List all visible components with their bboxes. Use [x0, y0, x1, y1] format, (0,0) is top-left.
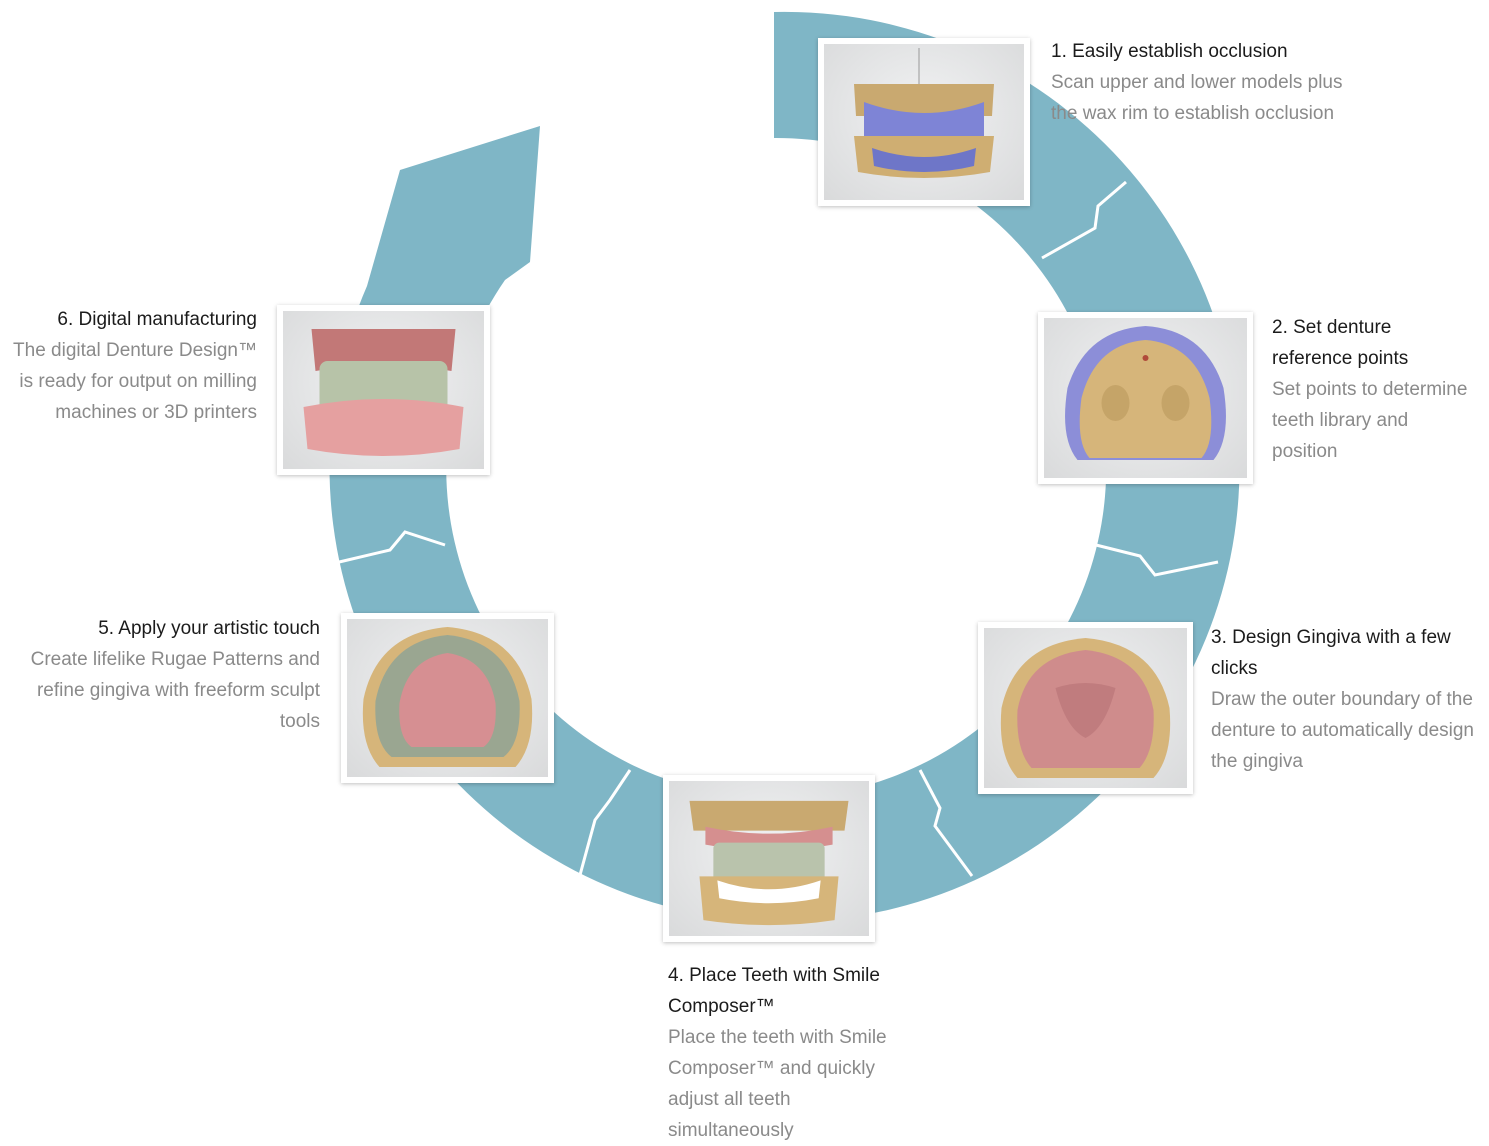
step4-image-card: [663, 775, 875, 942]
rugae-sculpting-illustration: [362, 627, 533, 767]
step3-desc: Draw the outer boundary of the denture t…: [1211, 689, 1474, 772]
step2-desc: Set points to determine teeth library an…: [1272, 379, 1468, 462]
step2-title: 2. Set denture reference points: [1272, 317, 1409, 369]
step5-text: 5. Apply your artistic touch Create life…: [20, 613, 320, 737]
finished-denture-illustration: [303, 329, 464, 456]
step1-title: 1. Easily establish occlusion: [1051, 41, 1288, 62]
occlusion-scan-illustration: [854, 48, 994, 178]
step6-desc: The digital Denture Design™ is ready for…: [13, 340, 257, 423]
segment-dividers: [334, 180, 1219, 877]
step3-text: 3. Design Gingiva with a few clicks Draw…: [1211, 622, 1486, 777]
step5-image-card: [341, 613, 554, 783]
gingiva-design-illustration: [1000, 638, 1171, 778]
step4-desc: Place the teeth with Smile Composer™ and…: [668, 1027, 887, 1141]
step3-title: 3. Design Gingiva with a few clicks: [1211, 627, 1451, 679]
step1-desc: Scan upper and lower models plus the wax…: [1051, 72, 1343, 124]
step1-image-card: [818, 38, 1030, 206]
step2-text: 2. Set denture reference points Set poin…: [1272, 312, 1472, 467]
step3-image-card: [978, 622, 1193, 794]
step1-text: 1. Easily establish occlusion Scan upper…: [1051, 36, 1351, 129]
step4-title: 4. Place Teeth with Smile Composer™: [668, 965, 880, 1017]
step5-title: 5. Apply your artistic touch: [98, 618, 320, 639]
step6-title: 6. Digital manufacturing: [57, 309, 257, 330]
teeth-placement-illustration: [689, 800, 849, 926]
step4-text: 4. Place Teeth with Smile Composer™ Plac…: [668, 960, 898, 1146]
reference-points-illustration: [1065, 326, 1226, 460]
step6-text: 6. Digital manufacturing The digital Den…: [10, 304, 257, 428]
step5-desc: Create lifelike Rugae Patterns and refin…: [30, 649, 320, 732]
step2-image-card: [1038, 312, 1253, 484]
step6-image-card: [277, 305, 490, 475]
